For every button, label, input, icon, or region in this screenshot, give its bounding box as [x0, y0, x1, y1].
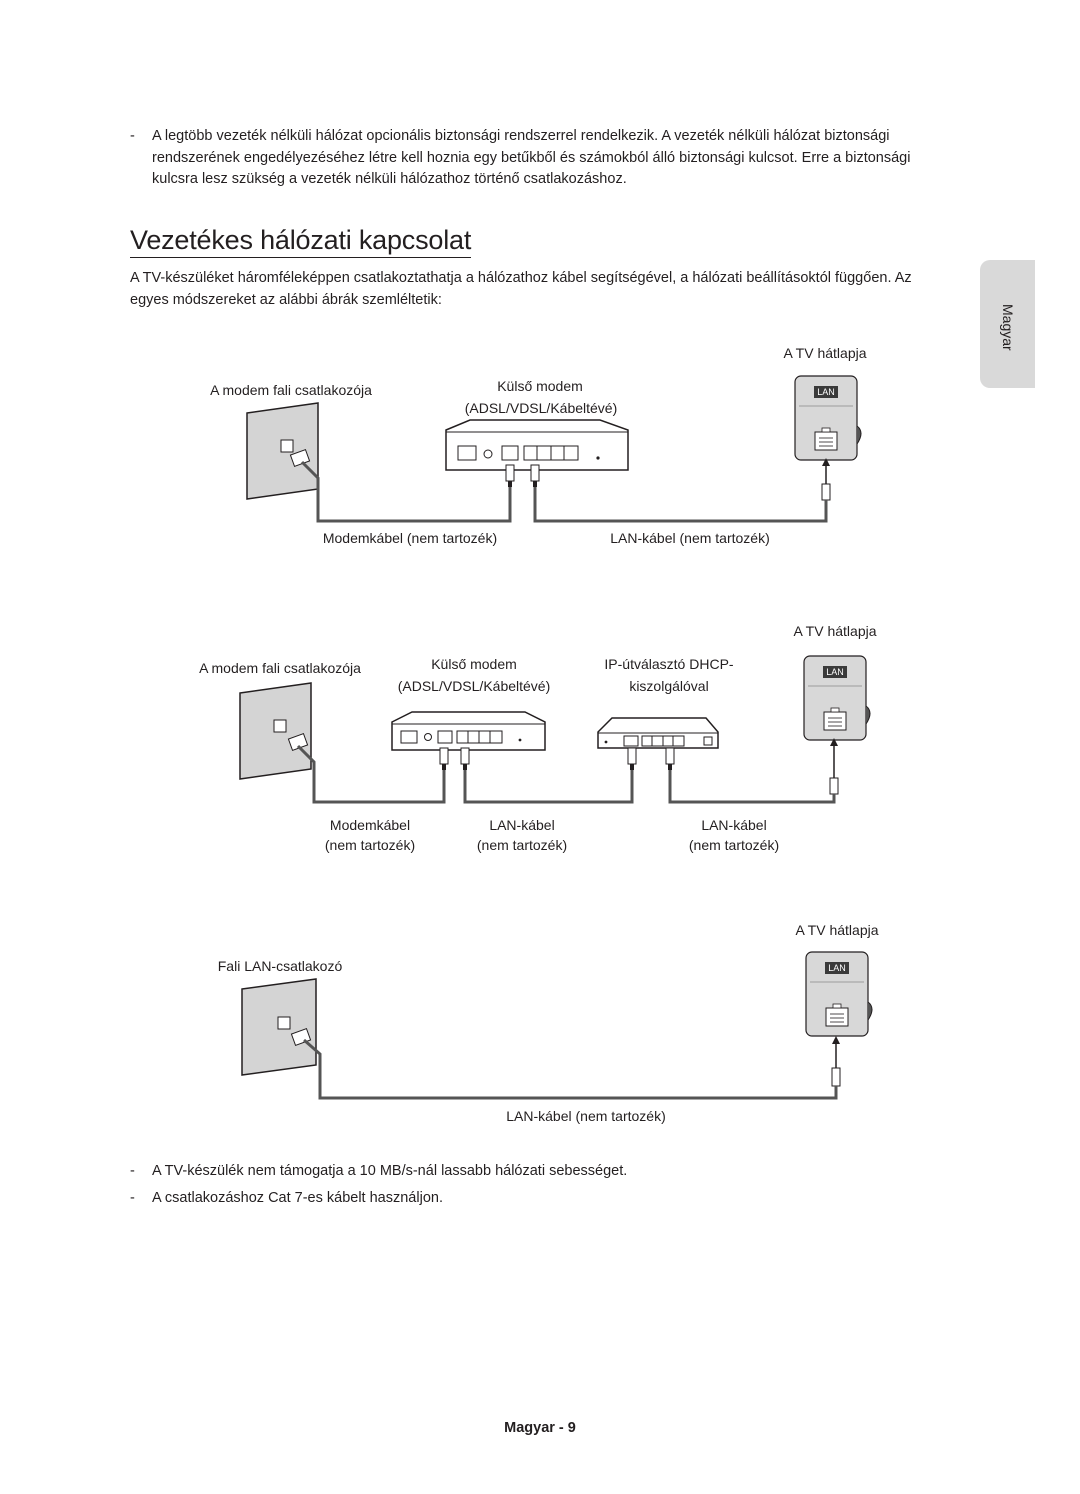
d2-cable3-sub-label: (nem tartozék) — [688, 837, 780, 853]
d1-modem-type-label: (ADSL/VDSL/Kábeltévé) — [464, 400, 618, 416]
d2-router-sub-label: kiszolgálóval — [629, 678, 709, 694]
d2-tv-back-label: A TV hátlapja — [793, 623, 877, 639]
bullet-dash: - — [130, 1190, 135, 1206]
d2-cable1-sub-label: (nem tartozék) — [324, 837, 416, 853]
diagram2-graphics — [239, 655, 871, 804]
d1-modem-cable-label: Modemkábel (nem tartozék) — [322, 530, 498, 546]
bullet-dash: - — [130, 1163, 135, 1179]
note-cable: - A csatlakozáshoz Cat 7-es kábelt haszn… — [130, 1188, 942, 1210]
d2-cable3-label: LAN-kábel — [701, 817, 767, 833]
lan-badge-2: LAN — [826, 667, 844, 677]
d1-modem-label: Külső modem — [497, 378, 583, 394]
d3-wall-jack-label: Fali LAN-csatlakozó — [217, 958, 343, 974]
note-speed: - A TV-készülék nem támogatja a 10 MB/s-… — [130, 1161, 942, 1183]
page-title: Vezetékes hálózati kapcsolat — [130, 224, 471, 258]
note-speed-text: A TV-készülék nem támogatja a 10 MB/s-ná… — [152, 1163, 628, 1179]
d2-cable2-sub-label: (nem tartozék) — [476, 837, 568, 853]
d1-lan-cable-label: LAN-kábel (nem tartozék) — [610, 530, 770, 546]
d3-tv-back-label: A TV hátlapja — [795, 922, 879, 938]
d2-router-label: IP-útválasztó DHCP- — [604, 656, 734, 672]
d2-cable2-label: LAN-kábel — [489, 817, 555, 833]
lan-badge-3: LAN — [828, 963, 846, 973]
bullet-dash: - — [130, 128, 135, 144]
wireless-security-note: - A legtöbb vezeték nélküli hálózat opci… — [130, 126, 942, 191]
diagram1-graphics — [246, 375, 862, 523]
wireless-security-text: A legtöbb vezeték nélküli hálózat opcion… — [152, 128, 911, 187]
lan-badge-1: LAN — [817, 387, 835, 397]
d2-cable1-label: Modemkábel — [329, 817, 411, 833]
intro-paragraph: A TV-készüléket háromféleképpen csatlako… — [130, 270, 912, 308]
modem-icon — [445, 419, 629, 471]
diagram3-graphics — [241, 951, 873, 1100]
d2-modem-type-label: (ADSL/VDSL/Kábeltévé) — [397, 678, 551, 694]
note-cable-text: A csatlakozáshoz Cat 7-es kábelt használ… — [152, 1190, 443, 1206]
d2-wall-jack-label: A modem fali csatlakozója — [199, 660, 361, 676]
d1-tv-back-label: A TV hátlapja — [783, 345, 867, 361]
d1-wall-jack-label: A modem fali csatlakozója — [210, 382, 372, 398]
page-footer: Magyar - 9 — [504, 1420, 576, 1436]
d3-lan-cable-label: LAN-kábel (nem tartozék) — [506, 1108, 666, 1124]
d2-modem-label: Külső modem — [431, 656, 517, 672]
language-side-tab: Magyar — [980, 260, 1035, 388]
